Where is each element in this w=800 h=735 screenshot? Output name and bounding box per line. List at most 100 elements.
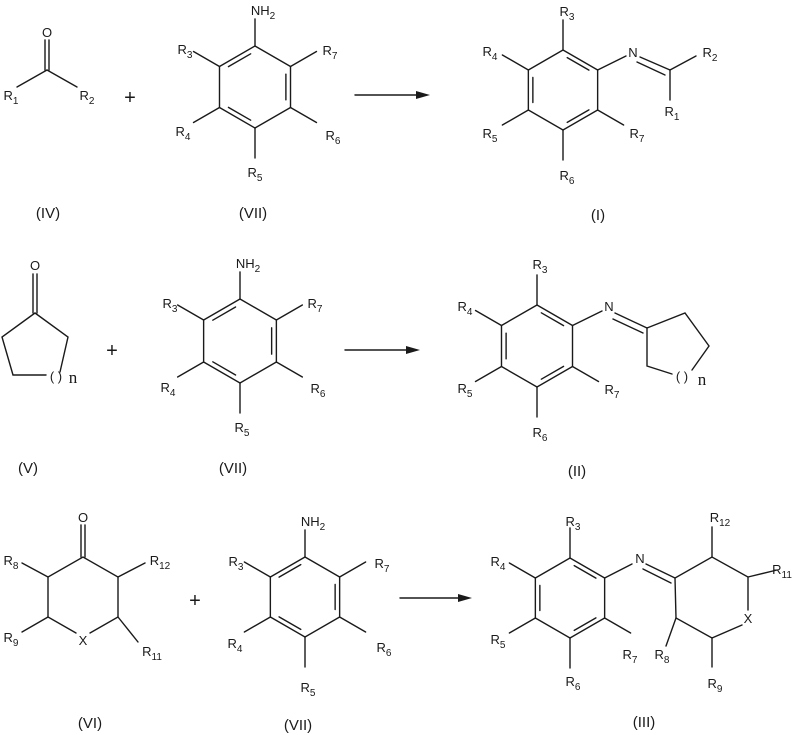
imine-double-bond bbox=[614, 312, 648, 329]
atom-subscript: 7 bbox=[639, 134, 645, 145]
atom-subscript: 7 bbox=[317, 304, 323, 315]
bond bbox=[747, 569, 778, 578]
r9-label: R9 bbox=[4, 630, 19, 649]
atom-subscript: 5 bbox=[257, 173, 263, 184]
ring-bond bbox=[34, 312, 69, 373]
atom-subscript: 7 bbox=[614, 390, 620, 401]
bond bbox=[46, 69, 78, 88]
substituent-bond bbox=[596, 109, 625, 126]
substituent-bond bbox=[501, 54, 530, 71]
atom-subscript: 4 bbox=[185, 132, 191, 143]
r4-label: R4 bbox=[483, 44, 498, 63]
atom-symbol: R bbox=[311, 381, 320, 396]
bond bbox=[21, 562, 49, 578]
r4-label: R4 bbox=[176, 124, 191, 143]
atom-subscript: 5 bbox=[310, 688, 316, 699]
atom-subscript: 4 bbox=[237, 644, 243, 655]
nitrogen-label: N bbox=[628, 45, 637, 60]
atom-symbol: n bbox=[69, 368, 78, 387]
ring-bond bbox=[534, 557, 571, 579]
r7-label: R7 bbox=[623, 647, 638, 666]
atom-symbol: R bbox=[161, 380, 170, 395]
atom-subscript: 12 bbox=[719, 518, 731, 529]
ring-bond bbox=[500, 365, 538, 388]
ring-double-bond bbox=[227, 53, 252, 68]
ring-bond bbox=[304, 556, 341, 578]
ring-double-bond bbox=[212, 306, 237, 321]
atom-symbol: R bbox=[703, 45, 712, 60]
substituent-bond bbox=[176, 361, 205, 378]
atom-subscript: 2 bbox=[255, 264, 261, 275]
atom-symbol: R bbox=[560, 4, 569, 19]
ring-double-bond bbox=[566, 56, 590, 71]
substituent-bond bbox=[508, 562, 537, 579]
atom-subscript: 1 bbox=[674, 112, 680, 123]
ring-bond bbox=[202, 361, 241, 384]
atom-subscript: 5 bbox=[492, 134, 498, 145]
ring-double-bond bbox=[566, 109, 590, 124]
nitrogen-label: N bbox=[604, 299, 613, 314]
bond bbox=[16, 69, 48, 88]
substituent-bond bbox=[176, 304, 205, 321]
atom-subscript: 6 bbox=[386, 648, 392, 659]
ring-double-bond bbox=[227, 106, 252, 121]
atom-symbol: R bbox=[710, 510, 719, 525]
substituent-bond bbox=[243, 561, 272, 578]
r3-label: R3 bbox=[163, 296, 178, 315]
compound-label: (I) bbox=[591, 207, 605, 224]
compound-label: (VII) bbox=[219, 460, 247, 477]
atom-subscript: 2 bbox=[89, 96, 95, 107]
r11-label: R11 bbox=[772, 562, 792, 581]
atom-symbol: N bbox=[628, 45, 637, 60]
compound-label: (VII) bbox=[284, 717, 312, 734]
atom-subscript: 12 bbox=[159, 561, 171, 572]
ring-double-bond bbox=[278, 616, 302, 631]
ring-double-bond bbox=[540, 312, 565, 327]
nitrogen-label: N bbox=[635, 551, 644, 566]
atom-symbol: R bbox=[4, 630, 13, 645]
atom-subscript: 11 bbox=[782, 570, 793, 581]
atom-symbol: R bbox=[375, 556, 384, 571]
atom-symbol: NH bbox=[236, 256, 255, 271]
atom-symbol: R bbox=[483, 44, 492, 59]
substituent-bond bbox=[192, 50, 221, 68]
ring-bond bbox=[218, 45, 256, 68]
ring-double-bond bbox=[540, 365, 565, 380]
substituent-bond bbox=[289, 50, 318, 68]
atom-symbol: O bbox=[78, 510, 88, 525]
bond bbox=[665, 617, 677, 647]
atom-symbol: R bbox=[4, 553, 13, 568]
atom-symbol: R bbox=[560, 168, 569, 183]
atom-subscript: 3 bbox=[238, 562, 244, 573]
imine-double-bond bbox=[639, 56, 671, 71]
r3-label: R3 bbox=[533, 257, 548, 276]
substituent-bond bbox=[571, 365, 600, 383]
r6-label: R6 bbox=[377, 640, 392, 659]
bond bbox=[596, 55, 627, 71]
ring-bond bbox=[254, 106, 292, 129]
ring-bond bbox=[536, 365, 574, 388]
nh2-label: NH2 bbox=[301, 514, 326, 533]
bond bbox=[571, 310, 603, 327]
r5-label: R5 bbox=[248, 165, 263, 184]
r5-label: R5 bbox=[491, 632, 506, 651]
atom-symbol: O bbox=[30, 258, 40, 273]
r3-label: R3 bbox=[178, 42, 193, 61]
atom-symbol: R bbox=[308, 296, 317, 311]
substituent-bond bbox=[243, 616, 272, 633]
atom-subscript: 2 bbox=[270, 11, 276, 22]
r2-label: R2 bbox=[80, 88, 95, 107]
atom-subscript: 6 bbox=[542, 433, 548, 444]
atom-symbol: R bbox=[163, 296, 172, 311]
atom-subscript: 1 bbox=[13, 96, 19, 107]
compound-label: (III) bbox=[633, 714, 656, 731]
atom-symbol: R bbox=[377, 640, 386, 655]
atom-symbol: N bbox=[635, 551, 644, 566]
atom-subscript: 2 bbox=[320, 522, 326, 533]
atom-symbol: R bbox=[150, 553, 159, 568]
substituent-bond bbox=[275, 361, 304, 378]
ring-double-bond bbox=[573, 564, 597, 579]
r5-label: R5 bbox=[483, 126, 498, 145]
atom-symbol: ( ) bbox=[50, 369, 62, 384]
